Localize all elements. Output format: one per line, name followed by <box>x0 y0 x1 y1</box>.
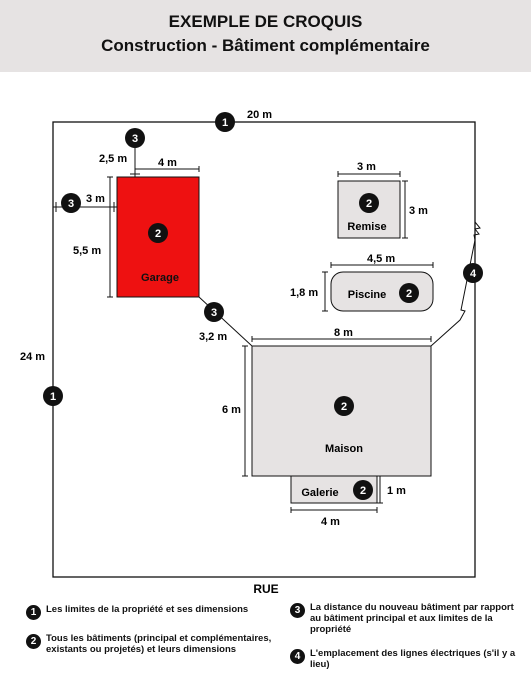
header-banner: EXEMPLE DE CROQUIS Construction - Bâtime… <box>0 0 531 72</box>
piscine-label: Piscine <box>348 289 387 301</box>
street-label: RUE <box>253 582 278 596</box>
garage-depth-label: 5,5 m <box>73 245 101 257</box>
marker-4: 4 <box>463 263 483 283</box>
lot-boundary <box>52 121 476 578</box>
site-plan: 20 m 1 24 m 1 2 Garage 4 m 5,5 m 3 2,5 m… <box>20 109 483 596</box>
svg-text:2: 2 <box>406 288 412 300</box>
marker-3-side: 3 <box>61 193 81 213</box>
marker-2-garage: 2 <box>148 223 168 243</box>
legend-text-2: Tous les bâtiments (principal et complém… <box>46 633 272 655</box>
svg-text:3: 3 <box>211 307 217 319</box>
maison-depth-label: 6 m <box>222 404 241 416</box>
piscine-width-label: 4,5 m <box>367 253 395 265</box>
maison-width-label: 8 m <box>334 327 353 339</box>
remise-width-label: 3 m <box>357 161 376 173</box>
marker-2-piscine: 2 <box>399 283 419 303</box>
svg-text:2: 2 <box>155 228 161 240</box>
garage-house-distance-label: 3,2 m <box>199 331 227 343</box>
marker-3-top: 3 <box>125 128 145 148</box>
galerie-depth-label: 1 m <box>387 485 406 497</box>
svg-text:3: 3 <box>68 198 74 210</box>
legend-item-3: 3 La distance du nouveau bâtiment par ra… <box>290 602 520 635</box>
piscine-depth-label: 1,8 m <box>290 287 318 299</box>
galerie-width-label: 4 m <box>321 516 340 528</box>
legend-marker-3: 3 <box>290 603 305 618</box>
remise-depth-label: 3 m <box>409 205 428 217</box>
page-subtitle: Construction - Bâtiment complémentaire <box>101 36 430 55</box>
garage-top-distance-label: 2,5 m <box>99 153 127 165</box>
legend-marker-2: 2 <box>26 634 41 649</box>
marker-2-galerie: 2 <box>353 480 373 500</box>
svg-text:4: 4 <box>470 268 477 280</box>
legend-text-3: La distance du nouveau bâtiment par rapp… <box>310 602 514 635</box>
legend-marker-1: 1 <box>26 605 41 620</box>
galerie-label: Galerie <box>301 487 338 499</box>
legend-item-2: 2 Tous les bâtiments (principal et compl… <box>26 633 284 655</box>
legend-text-4: L'emplacement des lignes électriques (s'… <box>310 648 516 670</box>
page-title: EXEMPLE DE CROQUIS <box>168 12 363 31</box>
svg-text:2: 2 <box>366 198 372 210</box>
marker-1-left: 1 <box>43 386 63 406</box>
svg-text:2: 2 <box>360 485 366 497</box>
garage-width-label: 4 m <box>158 157 177 169</box>
legend-text-1: Les limites de la propriété et ses dimen… <box>46 604 249 615</box>
marker-1-top: 1 <box>215 112 235 132</box>
legend-item-4: 4 L'emplacement des lignes électriques (… <box>290 648 520 670</box>
lot-depth-label: 24 m <box>20 351 45 363</box>
legend-marker-4: 4 <box>290 649 305 664</box>
svg-text:3: 3 <box>132 133 138 145</box>
electric-line <box>430 221 481 347</box>
marker-3-house: 3 <box>204 302 224 322</box>
garage-label: Garage <box>141 272 179 284</box>
lot-width-label: 20 m <box>247 109 272 121</box>
garage-side-distance-label: 3 m <box>86 193 105 205</box>
svg-text:2: 2 <box>341 401 347 413</box>
svg-text:1: 1 <box>50 391 56 403</box>
marker-2-remise: 2 <box>359 193 379 213</box>
marker-2-maison: 2 <box>334 396 354 416</box>
remise-label: Remise <box>347 221 386 233</box>
svg-text:1: 1 <box>222 117 228 129</box>
legend-item-1: 1 Les limites de la propriété et ses dim… <box>26 604 286 620</box>
maison-label: Maison <box>325 443 363 455</box>
